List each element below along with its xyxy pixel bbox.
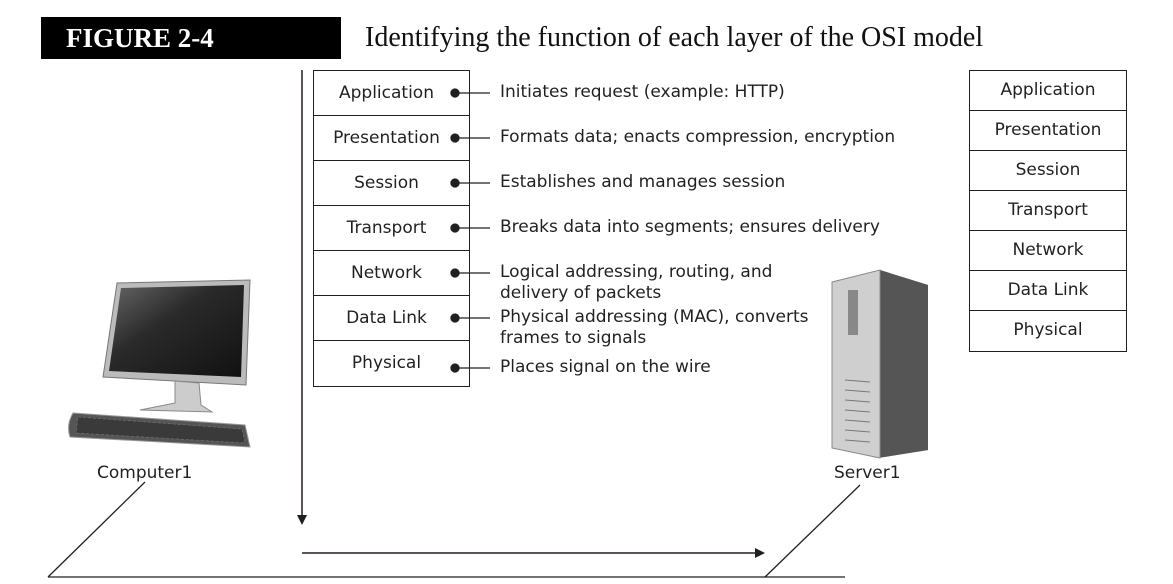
desc-application: Initiates request (example: HTTP) xyxy=(500,82,785,102)
desc-data-link: Physical addressing (MAC), converts fram… xyxy=(500,307,809,348)
layer-physical: Physical xyxy=(1013,320,1083,340)
layer-presentation: Presentation xyxy=(314,116,469,161)
layer-transport: Transport xyxy=(314,206,469,251)
down-arrow xyxy=(297,70,307,525)
computer-label: Computer1 xyxy=(97,463,193,483)
desc-session: Establishes and manages session xyxy=(500,172,786,192)
server-icon xyxy=(831,269,928,459)
layer-presentation: Presentation xyxy=(970,111,1126,151)
layer-application: Application xyxy=(970,71,1126,111)
desc-physical: Places signal on the wire xyxy=(500,357,711,377)
figure-label: FIGURE 2-4 xyxy=(41,17,341,59)
desc-transport: Breaks data into segments; ensures deliv… xyxy=(500,217,880,237)
layer-session: Session xyxy=(314,161,469,206)
layer-data-link: Data Link xyxy=(970,271,1126,311)
server-label: Server1 xyxy=(834,463,901,483)
network-wire xyxy=(47,481,861,578)
layer-session: Session xyxy=(970,151,1126,191)
sender-osi-stack: Application Presentation Session Transpo… xyxy=(313,70,470,387)
desc-presentation: Formats data; enacts compression, encryp… xyxy=(500,127,896,147)
layer-connectors xyxy=(450,88,490,373)
computer-icon xyxy=(68,279,251,448)
layer-transport: Transport xyxy=(970,191,1126,231)
layer-data-link: Data Link xyxy=(314,296,469,341)
layer-application: Application xyxy=(314,71,469,116)
figure-title: Identifying the function of each layer o… xyxy=(365,22,984,53)
layer-network: Network xyxy=(314,251,469,296)
layer-network: Network xyxy=(970,231,1126,271)
desc-network: Logical addressing, routing, and deliver… xyxy=(500,262,773,303)
receiver-osi-stack: Application Presentation Session Transpo… xyxy=(969,70,1127,352)
layer-physical: Physical xyxy=(351,353,422,373)
right-arrow xyxy=(302,548,765,558)
